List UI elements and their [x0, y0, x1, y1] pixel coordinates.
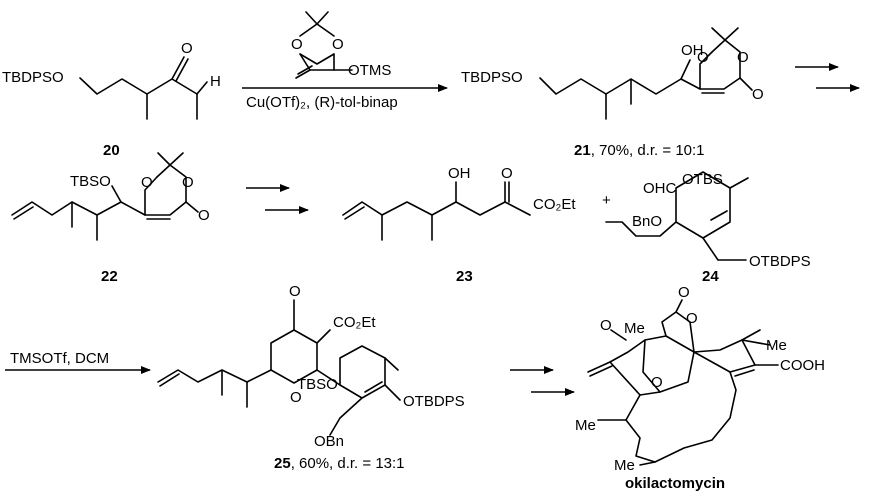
- aldehyde-o-label-20: O: [181, 40, 193, 57]
- yield-dr-21: , 70%, d.r. = 10:1: [591, 142, 705, 159]
- oh-label-21: OH: [681, 42, 704, 59]
- lactone-carbonyl-o-label: O: [678, 284, 690, 301]
- ohc-label-24: OHC: [643, 180, 677, 197]
- reagent-dioxinone: O O OTMS: [291, 11, 391, 79]
- okilactomycin: Me O O O Me O COOH Me Me okilactomycin: [575, 284, 825, 492]
- compound-number-23: 23: [456, 268, 473, 285]
- ring-o-label-25: O: [290, 389, 302, 406]
- compound-number-22: 22: [101, 268, 118, 285]
- compound-24: OHC OTBS BnO OTBDPS 24: [605, 171, 811, 285]
- ether-o-label-okilactomycin: O: [651, 374, 663, 391]
- conditions-step3: TMSOTf, DCM: [10, 350, 109, 367]
- otbs-label-24: OTBS: [682, 171, 723, 188]
- tbdpso-label-21: TBDPSO: [461, 69, 523, 86]
- compound-number-20: 20: [103, 142, 120, 159]
- compound-21: TBDPSO OH O O O 21, 70%, d.r. = 10:1: [461, 27, 764, 159]
- compound-22: TBSO O O O 22: [11, 152, 210, 285]
- obn-label-25: OBn: [314, 433, 344, 450]
- bno-label-24: BnO: [632, 213, 662, 230]
- compound-number-25: 25: [274, 455, 291, 472]
- co2et-label-25: CO₂Et: [333, 314, 376, 331]
- ring-o2-label-21: O: [737, 49, 749, 66]
- tbdpso-label-20: TBDPSO: [2, 69, 64, 86]
- ring-o1-label-22: O: [141, 174, 153, 191]
- otbdps-label-25: OTBDPS: [403, 393, 465, 410]
- co2et-label-23: CO₂Et: [533, 196, 576, 213]
- me-label-1-okilactomycin: Me: [624, 320, 645, 337]
- yield-dr-25: , 60%, d.r. = 13:1: [291, 455, 405, 472]
- tbso-label-25: TBSO: [297, 376, 338, 393]
- me-label-4-okilactomycin: Me: [614, 457, 635, 474]
- plus-sign: +: [602, 192, 611, 209]
- reagent-o2-label: O: [332, 36, 344, 53]
- compound-23: OH O CO₂Et 23: [342, 165, 576, 285]
- aldehyde-h-label-20: H: [210, 73, 221, 90]
- compound-20: TBDPSO O H 20: [2, 40, 221, 159]
- caption-25: 25, 60%, d.r. = 13:1: [274, 455, 405, 472]
- oh-label-23: OH: [448, 165, 471, 182]
- carbonyl-o-label-22: O: [198, 207, 210, 224]
- ketone-o-label-23: O: [501, 165, 513, 182]
- carbonyl-o-label-21: O: [752, 86, 764, 103]
- conditions-step1: Cu(OTf)₂, (R)-tol-binap: [246, 94, 398, 111]
- me-label-2-okilactomycin: Me: [766, 337, 787, 354]
- reagent-otms-label: OTMS: [348, 62, 391, 79]
- reagent-o1-label: O: [291, 36, 303, 53]
- compound-number-24: 24: [702, 268, 719, 285]
- compound-25: O CO₂Et O TBSO OTBDPS OBn 25, 60%, d.r. …: [157, 283, 465, 472]
- ketone-o-label-okilactomycin: O: [600, 317, 612, 334]
- otbdps-label-24: OTBDPS: [749, 253, 811, 270]
- ketone-o-label-25: O: [289, 283, 301, 300]
- tbso-label-22: TBSO: [70, 173, 111, 190]
- ring-o2-label-22: O: [182, 174, 194, 191]
- cooh-label-okilactomycin: COOH: [780, 357, 825, 374]
- lactone-o-label: O: [686, 310, 698, 327]
- caption-21: 21, 70%, d.r. = 10:1: [574, 142, 705, 159]
- me-label-3-okilactomycin: Me: [575, 417, 596, 434]
- ring-o1-label-21: O: [697, 49, 709, 66]
- product-name: okilactomycin: [625, 475, 725, 492]
- compound-number-21: 21: [574, 142, 591, 159]
